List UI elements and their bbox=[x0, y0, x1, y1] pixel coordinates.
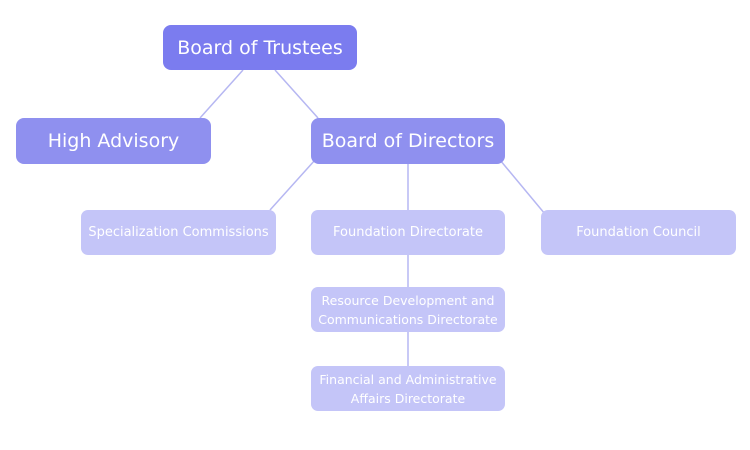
board-of-directors-node: Board of Directors bbox=[311, 118, 505, 164]
connector-directors-council bbox=[499, 159, 546, 215]
resource-development-directorate-node: Resource Development and Communications … bbox=[311, 287, 505, 332]
high-advisory-node: High Advisory bbox=[16, 118, 211, 164]
specialization-commissions-node: Specialization Commissions bbox=[81, 210, 276, 255]
connector-trustees-directors bbox=[274, 69, 319, 119]
financial-administrative-directorate-node: Financial and Administrative Affairs Dir… bbox=[311, 366, 505, 411]
foundation-council-node: Foundation Council bbox=[541, 210, 736, 255]
connector-trustees-advisory bbox=[199, 69, 244, 119]
connector-directors-specialization bbox=[269, 159, 316, 211]
board-of-trustees-node: Board of Trustees bbox=[163, 25, 357, 70]
foundation-directorate-node: Foundation Directorate bbox=[311, 210, 505, 255]
